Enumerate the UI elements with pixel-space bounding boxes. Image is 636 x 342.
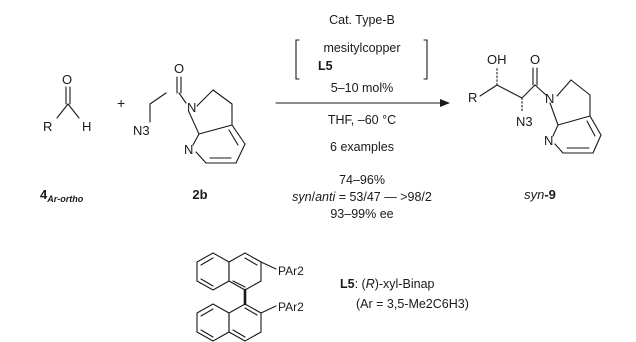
label-compound-2b: 2b: [192, 187, 207, 202]
product-azide: N3: [516, 114, 533, 129]
aldehyde-structure: [56, 86, 80, 119]
product-pyridine-nitrogen: N: [544, 133, 553, 148]
amide-ring-nitrogen: N: [187, 100, 196, 115]
amide-pyridine-nitrogen: N: [184, 142, 193, 157]
conditions-ee: 93–99% ee: [330, 207, 393, 221]
conditions-catalyst-type: Cat. Type-B: [329, 13, 395, 27]
ligand-name: L5: (R)-xyl-Binap: [340, 277, 435, 291]
catalyst-bracket: [295, 39, 428, 80]
label-product-syn-9: syn-9: [524, 187, 556, 202]
conditions-examples: 6 examples: [330, 140, 394, 154]
conditions-loading: 5–10 mol%: [331, 81, 394, 95]
aldehyde-hydrogen: H: [82, 119, 91, 134]
binap-structure: [196, 252, 277, 342]
conditions-yield: 74–96%: [339, 173, 385, 187]
product-r-group: R: [468, 90, 477, 105]
binap-substituent-top: PAr2: [278, 264, 304, 278]
plus-sign: +: [117, 95, 125, 111]
binap-substituent-bottom: PAr2: [278, 300, 304, 314]
ligand-ar-definition: (Ar = 3,5-Me2C6H3): [356, 297, 469, 311]
conditions-dr: syn/anti = 53/47 — >98/2: [292, 190, 432, 204]
conditions-solvent-temp: THF, –60 °C: [328, 113, 396, 127]
conditions-metal: mesitylcopper: [323, 41, 400, 55]
product-ring-nitrogen: N: [545, 91, 554, 106]
amide-oxygen: O: [174, 61, 184, 76]
label-compound-4: 4Ar-ortho: [40, 187, 84, 204]
product-oxygen: O: [530, 52, 540, 67]
conditions-ligand: L5: [318, 59, 333, 73]
product-structure: [479, 66, 602, 154]
aldehyde-r-group: R: [43, 119, 52, 134]
amide-azide: N3: [133, 123, 150, 138]
product-hydroxyl: OH: [487, 52, 507, 67]
amide-2b-structure: [149, 76, 246, 164]
aldehyde-oxygen: O: [62, 72, 72, 87]
